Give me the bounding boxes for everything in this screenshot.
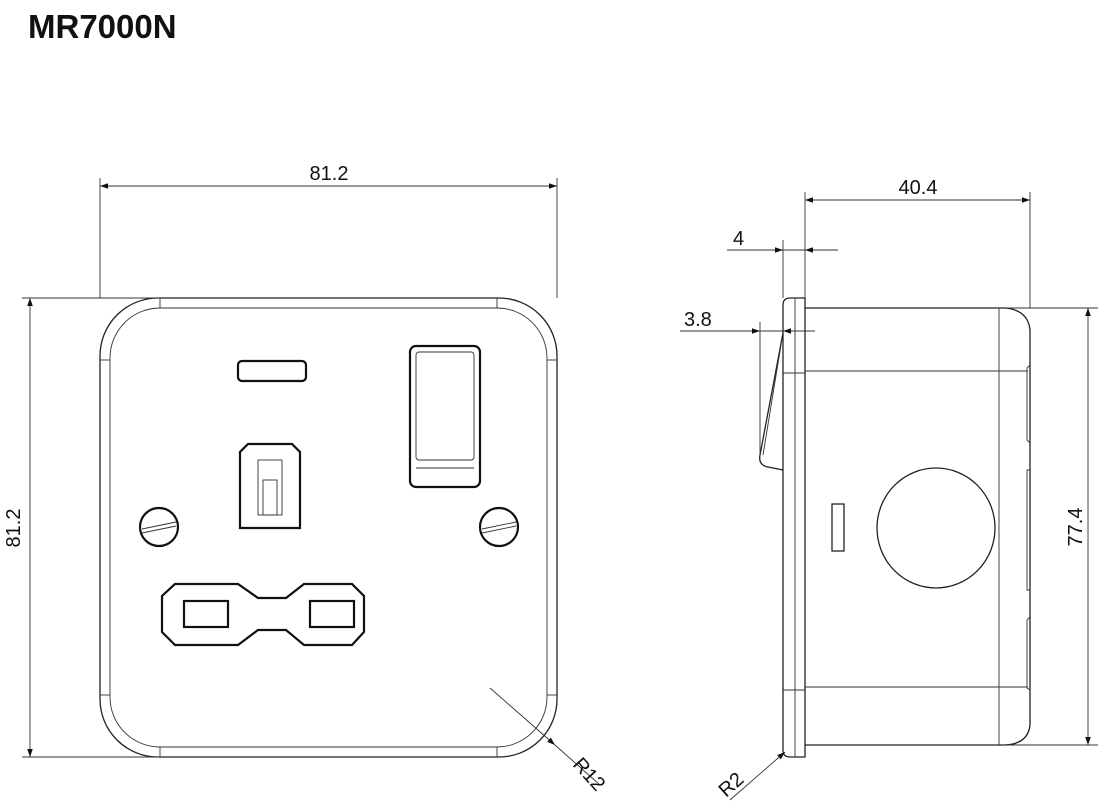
r12-label: R12: [568, 754, 609, 796]
side-switch-rocker: [759, 332, 784, 471]
cable-knockout: [876, 467, 996, 589]
front-height-label: 81.2: [3, 509, 25, 548]
plate-thickness-label: 4: [733, 228, 744, 250]
side-indicator-slot: [831, 503, 845, 552]
screw-right: [478, 506, 520, 548]
switch-protrusion-label: 3.8: [684, 309, 712, 331]
side-faceplate: [782, 297, 806, 758]
front-view: [99, 297, 558, 758]
side-depth-label: 40.4: [899, 177, 938, 199]
faceplate-outline: [99, 297, 558, 758]
faceplate-inner-edge: [109, 307, 548, 748]
dimension-side-depth: [804, 192, 1031, 308]
r2-leader: [729, 751, 786, 801]
rocker-switch: [408, 344, 482, 489]
front-width-label: 81.2: [310, 163, 349, 185]
dimension-box-height: [1005, 307, 1098, 746]
earth-pin-aperture: [238, 442, 302, 530]
dimension-front-width: [99, 178, 558, 298]
r2-label: R2: [715, 768, 749, 801]
neon-indicator: [236, 359, 308, 383]
side-view: [759, 297, 1031, 758]
box-height-label: 77.4: [1065, 508, 1087, 547]
r12-leader: [489, 687, 556, 746]
dimension-switch-protrusion: [680, 322, 815, 455]
live-neutral-apertures: [160, 582, 366, 647]
side-box: [805, 307, 1031, 746]
screw-left: [138, 506, 180, 548]
drawing-title: MR7000N: [28, 8, 177, 45]
dimension-plate-thickness: [727, 240, 838, 298]
dimension-front-height: [22, 297, 160, 758]
